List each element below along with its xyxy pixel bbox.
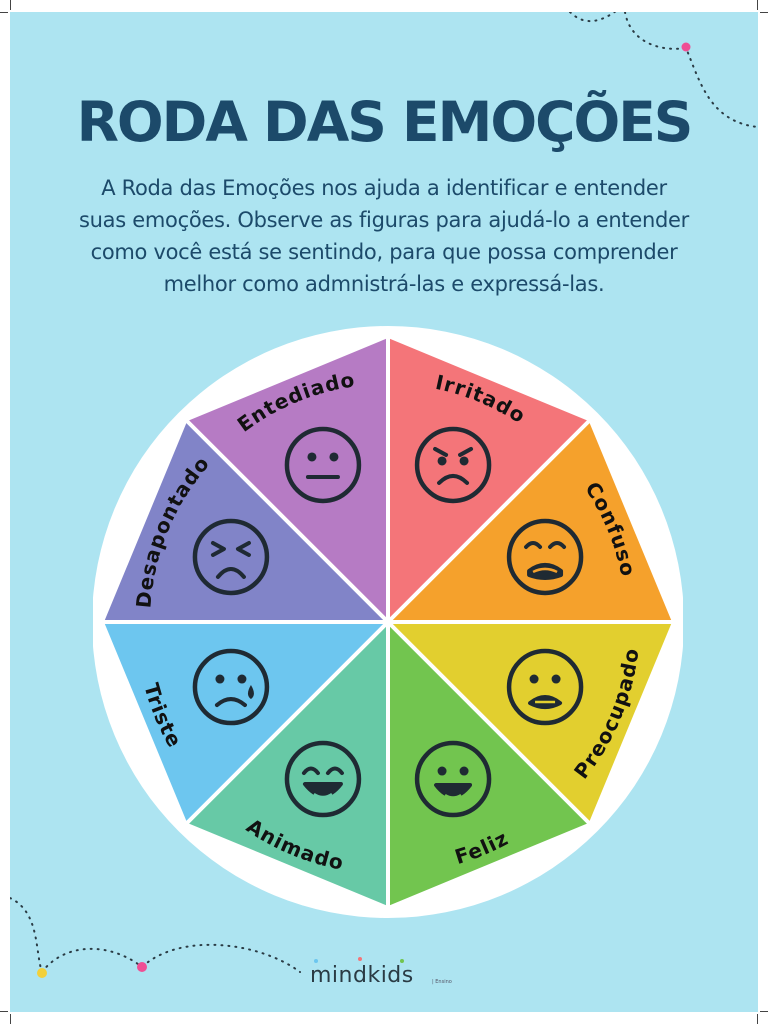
intro-line: A Roda das Emoções nos ajuda a identific… xyxy=(101,176,667,200)
wedge-entediado xyxy=(187,338,388,622)
worried-face-icon xyxy=(506,648,584,726)
pink-dot-bottom xyxy=(137,962,147,972)
logo-text: mindkids xyxy=(310,963,414,988)
wedge-preocupado xyxy=(388,622,672,823)
poster: RODA DAS EMOÇÕES A Roda das Emoções nos … xyxy=(10,12,758,1012)
wedge-desapontado xyxy=(104,421,388,622)
pink-dot-top xyxy=(681,42,691,52)
page-title: RODA DAS EMOÇÕES xyxy=(76,90,694,154)
angry-face-icon xyxy=(414,426,492,504)
wedge-divider xyxy=(182,416,390,624)
disappointed-face-icon xyxy=(192,518,270,596)
decorative-dotted-lines xyxy=(10,12,758,978)
wedge-animado xyxy=(187,622,388,906)
wedge-triste xyxy=(104,622,388,823)
wedge-divider xyxy=(386,620,594,828)
wedge-feliz xyxy=(388,622,589,906)
wedge-divider xyxy=(386,416,594,624)
wedge-confuso xyxy=(388,421,672,622)
intro-line: suas emoções. Observe as figuras para aj… xyxy=(79,208,689,232)
wedge-irritado xyxy=(388,338,589,622)
mindkids-logo: mindkids | Ensino xyxy=(310,957,510,997)
excited-face-icon xyxy=(284,740,362,818)
wedge-divider xyxy=(182,620,390,828)
logo-tagline: | Ensino xyxy=(432,979,452,985)
intro-text: A Roda das Emoções nos ajuda a identific… xyxy=(40,172,728,300)
emotion-wheel: IrritadoConfusoPreocupadoFelizAnimadoTri… xyxy=(93,326,683,918)
bored-face-icon xyxy=(284,426,362,504)
intro-line: melhor como admnistrá-las e expressá-las… xyxy=(163,272,605,296)
confused-face-icon xyxy=(506,518,584,596)
sad-face-icon xyxy=(192,648,270,726)
intro-line: como você está se sentindo, para que pos… xyxy=(90,240,678,264)
happy-face-icon xyxy=(414,740,492,818)
yellow-dot xyxy=(37,968,47,978)
